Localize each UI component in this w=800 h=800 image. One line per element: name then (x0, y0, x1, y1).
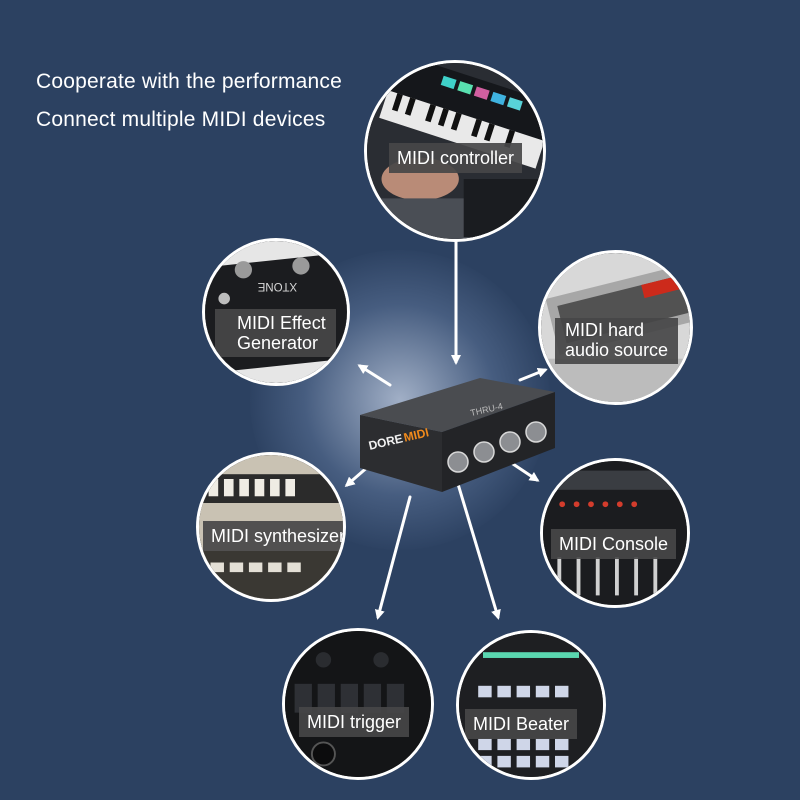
hard-label-line-1: MIDI hard (565, 320, 645, 340)
label-midi-beater: MIDI Beater (465, 709, 578, 739)
effect-label-line-1: MIDI Effect (237, 313, 326, 333)
pad-beater-photo (459, 633, 603, 777)
midi-thru-hub-device: DORE MIDI THRU-4 (360, 378, 555, 492)
label-midi-effect-generator: MIDI Effect Generator (215, 309, 336, 357)
arrow-hub-to-console (508, 460, 540, 482)
headline-line-1: Cooperate with the performance (36, 70, 342, 93)
device-midi-synthesizer: MIDI synthesizer (196, 452, 346, 602)
midi-port-2 (473, 441, 495, 463)
hub-top-face (360, 378, 555, 432)
label-midi-console: MIDI Console (551, 529, 677, 559)
label-midi-hard-audio-source: MIDI hard audio source (555, 318, 679, 364)
device-midi-effect-generator: XTONE MIDI Effect Generator (202, 238, 350, 386)
midi-port-3 (499, 431, 521, 453)
headline-line-2: Connect multiple MIDI devices (36, 108, 326, 131)
label-midi-trigger: MIDI trigger (299, 707, 410, 737)
device-midi-console: MIDI Console (540, 458, 690, 608)
midi-port-4 (525, 421, 547, 443)
hub-front-face (442, 392, 555, 492)
drum-trigger-photo (285, 631, 431, 777)
arrow-hub-to-beater (456, 482, 501, 620)
device-midi-hard-audio-source: MIDI hard audio source (538, 250, 693, 405)
svg-text:XTONE: XTONE (257, 280, 297, 292)
label-midi-controller: MIDI controller (389, 143, 523, 173)
arrow-hub-to-trigger (374, 495, 412, 620)
effect-label-line-2: Generator (237, 333, 319, 353)
hub-midi-ports (447, 421, 547, 473)
device-midi-trigger: MIDI trigger (282, 628, 434, 780)
hub-left-face (360, 415, 442, 492)
arrow-hub-to-effect (357, 364, 392, 387)
device-midi-controller: MIDI controller (364, 60, 546, 242)
hard-label-line-2: audio source (565, 340, 669, 360)
hub-brand-right: MIDI (402, 425, 430, 444)
label-midi-synthesizer: MIDI synthesizer (203, 521, 343, 551)
midi-port-1 (447, 451, 469, 473)
device-midi-beater: MIDI Beater (456, 630, 606, 780)
arrow-hub-to-hard-source (518, 367, 548, 382)
